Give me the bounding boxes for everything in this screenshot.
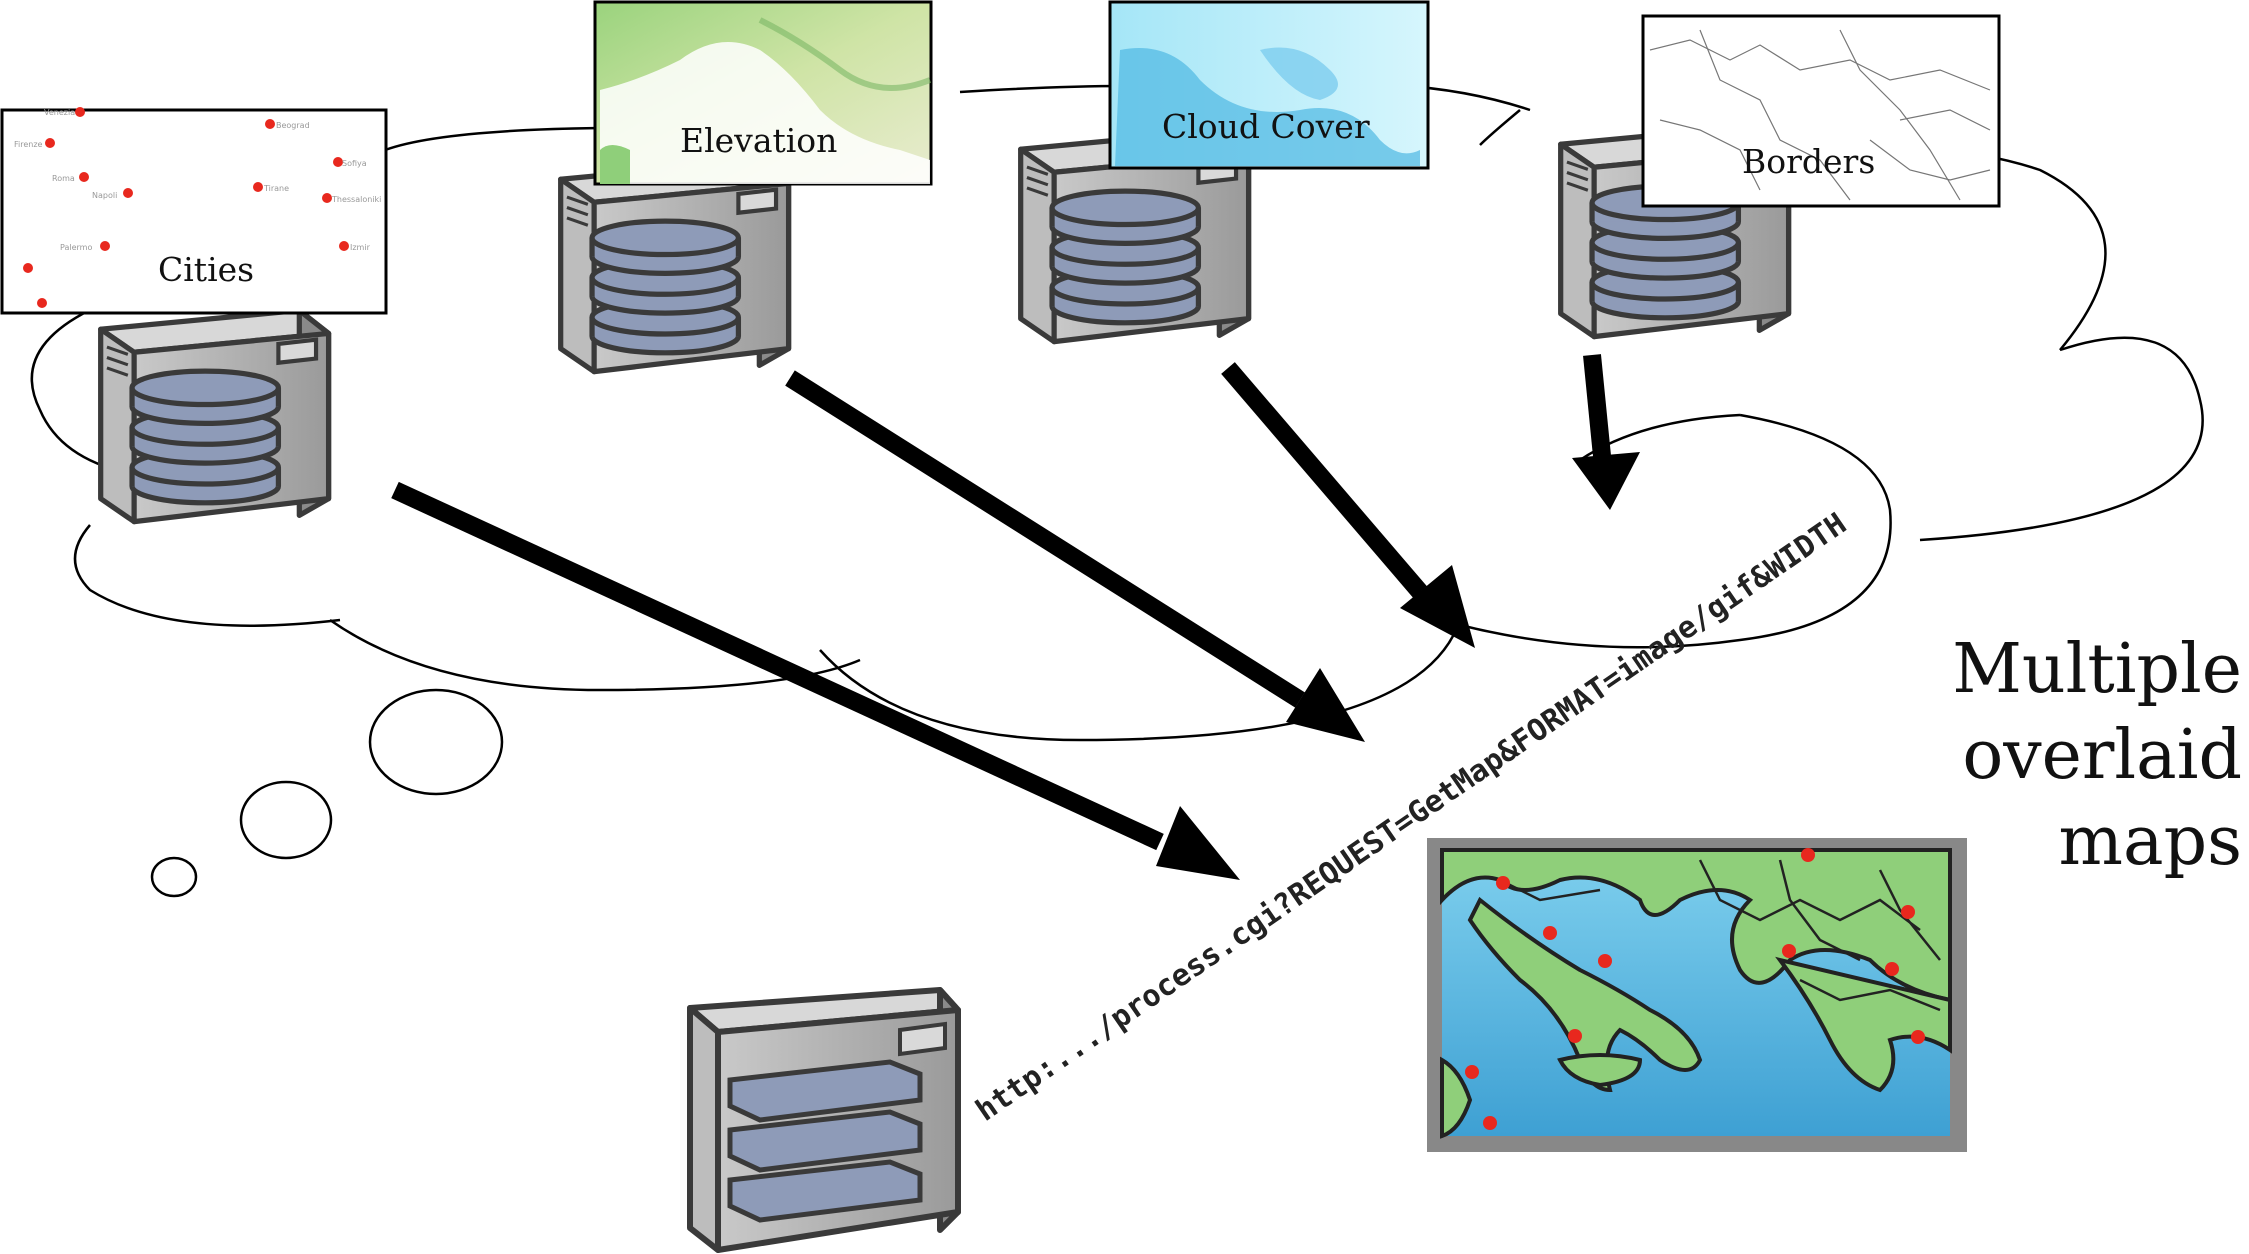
cities-map-thumbnail: Venezia Firenze Roma Napoli Palermo Beog… — [0, 107, 388, 315]
cities-server-icon — [101, 310, 329, 521]
arrow-from-cities — [391, 481, 1240, 880]
request-arrows — [391, 354, 1640, 880]
overlaid-border-lines — [1499, 859, 1941, 1012]
server-cloud — [30, 82, 2204, 742]
city-name: Napoli — [92, 191, 117, 200]
border-lines — [1649, 29, 1991, 201]
city-name: Sofiya — [342, 159, 367, 168]
city-name: Tirane — [263, 184, 289, 193]
thought-bubbles — [150, 688, 504, 898]
arrow-from-elevation — [785, 370, 1365, 742]
city-dots — [23, 107, 349, 308]
city-name: Venezia — [44, 108, 75, 117]
city-name: Izmir — [350, 243, 371, 252]
result-label-line: overlaid — [1962, 716, 2242, 795]
client-server-icon — [687, 987, 961, 1253]
result-label-line: Multiple — [1952, 630, 2242, 709]
overlaid-city-dots — [1465, 848, 1925, 1130]
arrow-from-cloud-cover — [1221, 362, 1475, 648]
overlaid-map — [1427, 838, 1967, 1152]
city-name-labels: Venezia Firenze Roma Napoli Palermo Beog… — [14, 108, 381, 252]
borders-map-thumbnail: Borders — [1641, 14, 2001, 208]
cloud-cover-label: Cloud Cover — [1162, 107, 1370, 146]
cloud-cover-map-thumbnail: Cloud Cover — [1108, 0, 1430, 170]
elevation-map-thumbnail: Elevation — [593, 0, 933, 186]
city-name: Thessaloniki — [331, 195, 381, 204]
elevation-server-icon — [561, 160, 789, 371]
city-name: Roma — [52, 174, 75, 183]
city-name: Palermo — [60, 243, 92, 252]
cities-label: Cities — [158, 250, 254, 289]
city-name: Firenze — [14, 140, 43, 149]
result-label-line: maps — [2059, 802, 2242, 881]
arrow-from-borders — [1572, 354, 1640, 510]
result-label: Multiple overlaid maps — [1952, 630, 2242, 881]
elevation-label: Elevation — [680, 121, 837, 160]
city-name: Beograd — [276, 121, 310, 130]
borders-label: Borders — [1742, 142, 1875, 181]
